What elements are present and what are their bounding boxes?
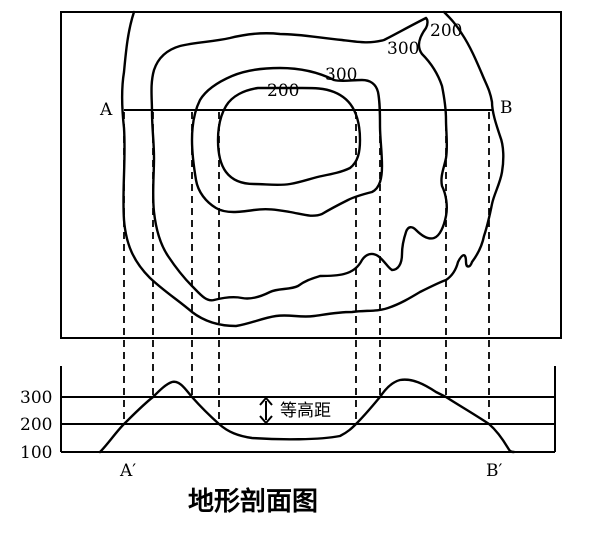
- projection-lines: [123, 112, 490, 424]
- contour-interval-indicator: [259, 396, 273, 425]
- point-a-label: A: [99, 100, 113, 120]
- point-b-label: B: [500, 98, 513, 118]
- point-b-prime-label: B′: [486, 461, 502, 481]
- contour-outer-200-label: 200: [430, 21, 462, 41]
- contour-outer-200: [120, 10, 505, 328]
- contour-outer-300: [150, 16, 449, 302]
- diagram-caption: 地形剖面图: [188, 486, 318, 517]
- contour-inner-300-label: 300: [325, 65, 357, 85]
- level-100-label: 100: [20, 443, 52, 463]
- contour-outer-300-label: 300: [387, 39, 419, 59]
- contour-interval-label: 等高距: [280, 401, 331, 421]
- level-300-label: 300: [20, 388, 52, 408]
- contour-inner-200-label: 200: [267, 81, 299, 101]
- level-200-label: 200: [20, 415, 52, 435]
- contour-inner-200: [216, 86, 362, 187]
- map-frame: [60, 11, 562, 339]
- interval-arrow-down: [259, 415, 273, 425]
- profile-curve: [98, 378, 516, 454]
- point-a-prime-label: A′: [119, 461, 136, 481]
- interval-arrow-up: [259, 396, 273, 406]
